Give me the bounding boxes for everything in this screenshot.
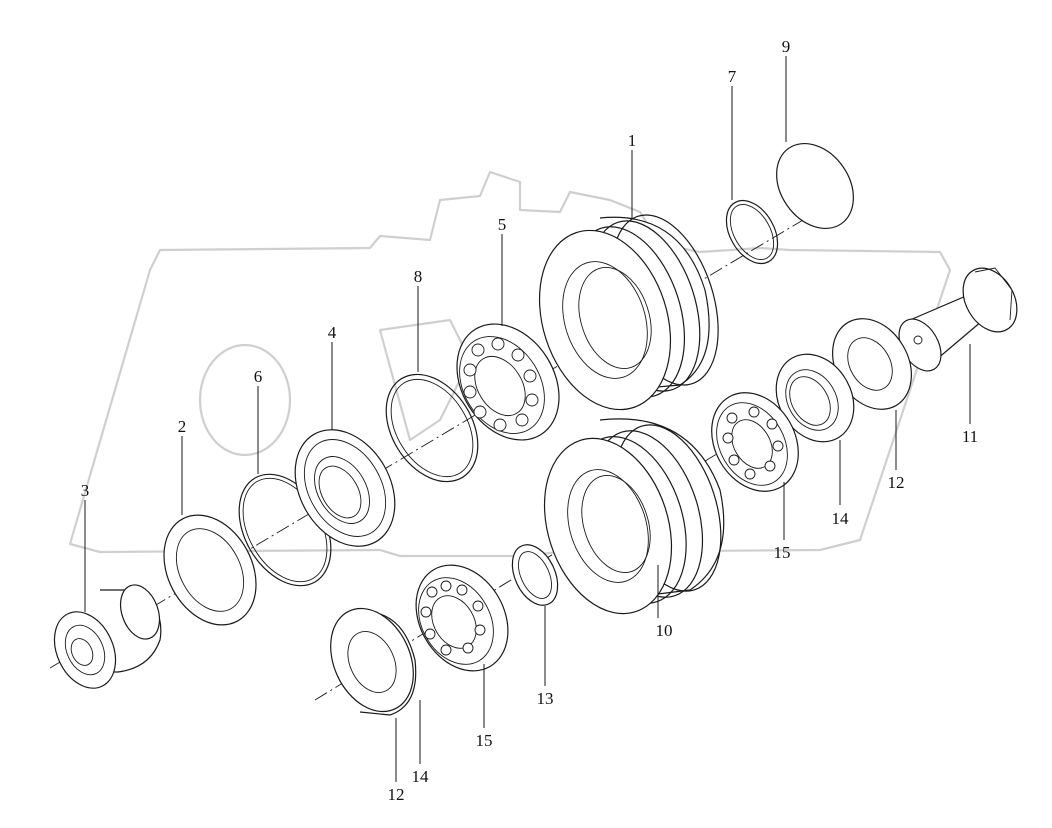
callout-12-lower: 12 — [388, 785, 405, 804]
callout-7: 7 — [728, 67, 737, 86]
callout-14-lower: 14 — [412, 767, 430, 786]
part-10-roller-wheel — [543, 418, 725, 615]
part-5-roller-bearing — [456, 323, 560, 441]
callout-4: 4 — [328, 323, 337, 342]
callout-8: 8 — [414, 267, 423, 286]
leader-lines — [84, 56, 971, 782]
part-15-roller-bearing-right — [711, 392, 799, 492]
callout-6: 6 — [254, 367, 263, 386]
part-9-cover — [776, 142, 854, 230]
part-2-washer — [163, 514, 257, 626]
part-12-seal-lower — [330, 607, 417, 716]
part-11-shaft — [898, 267, 1018, 372]
callout-14-right: 14 — [832, 509, 850, 528]
callout-9: 9 — [782, 37, 791, 56]
callout-12-right: 12 — [888, 473, 905, 492]
callout-3: 3 — [81, 481, 90, 500]
part-4-seal — [294, 429, 396, 547]
part-1-roller-wheel — [538, 214, 719, 411]
callout-2: 2 — [178, 417, 187, 436]
part-13-spacer-ring — [511, 544, 559, 606]
callout-10: 10 — [656, 621, 673, 640]
callout-5: 5 — [498, 215, 507, 234]
callout-15-lower: 15 — [476, 731, 493, 750]
callout-1: 1 — [628, 131, 637, 150]
callout-15-right: 15 — [774, 543, 791, 562]
part-8-snap-ring — [385, 373, 479, 483]
part-7-snap-ring — [725, 199, 779, 265]
watermark-logo — [68, 170, 952, 558]
callout-labels: 1 2 3 4 5 6 7 8 9 10 11 12 12 13 14 14 1… — [81, 37, 978, 804]
callout-11: 11 — [962, 427, 978, 446]
callout-13: 13 — [537, 689, 554, 708]
part-15-roller-bearing-lower — [415, 564, 509, 672]
part-3-flanged-bushing — [53, 584, 162, 689]
